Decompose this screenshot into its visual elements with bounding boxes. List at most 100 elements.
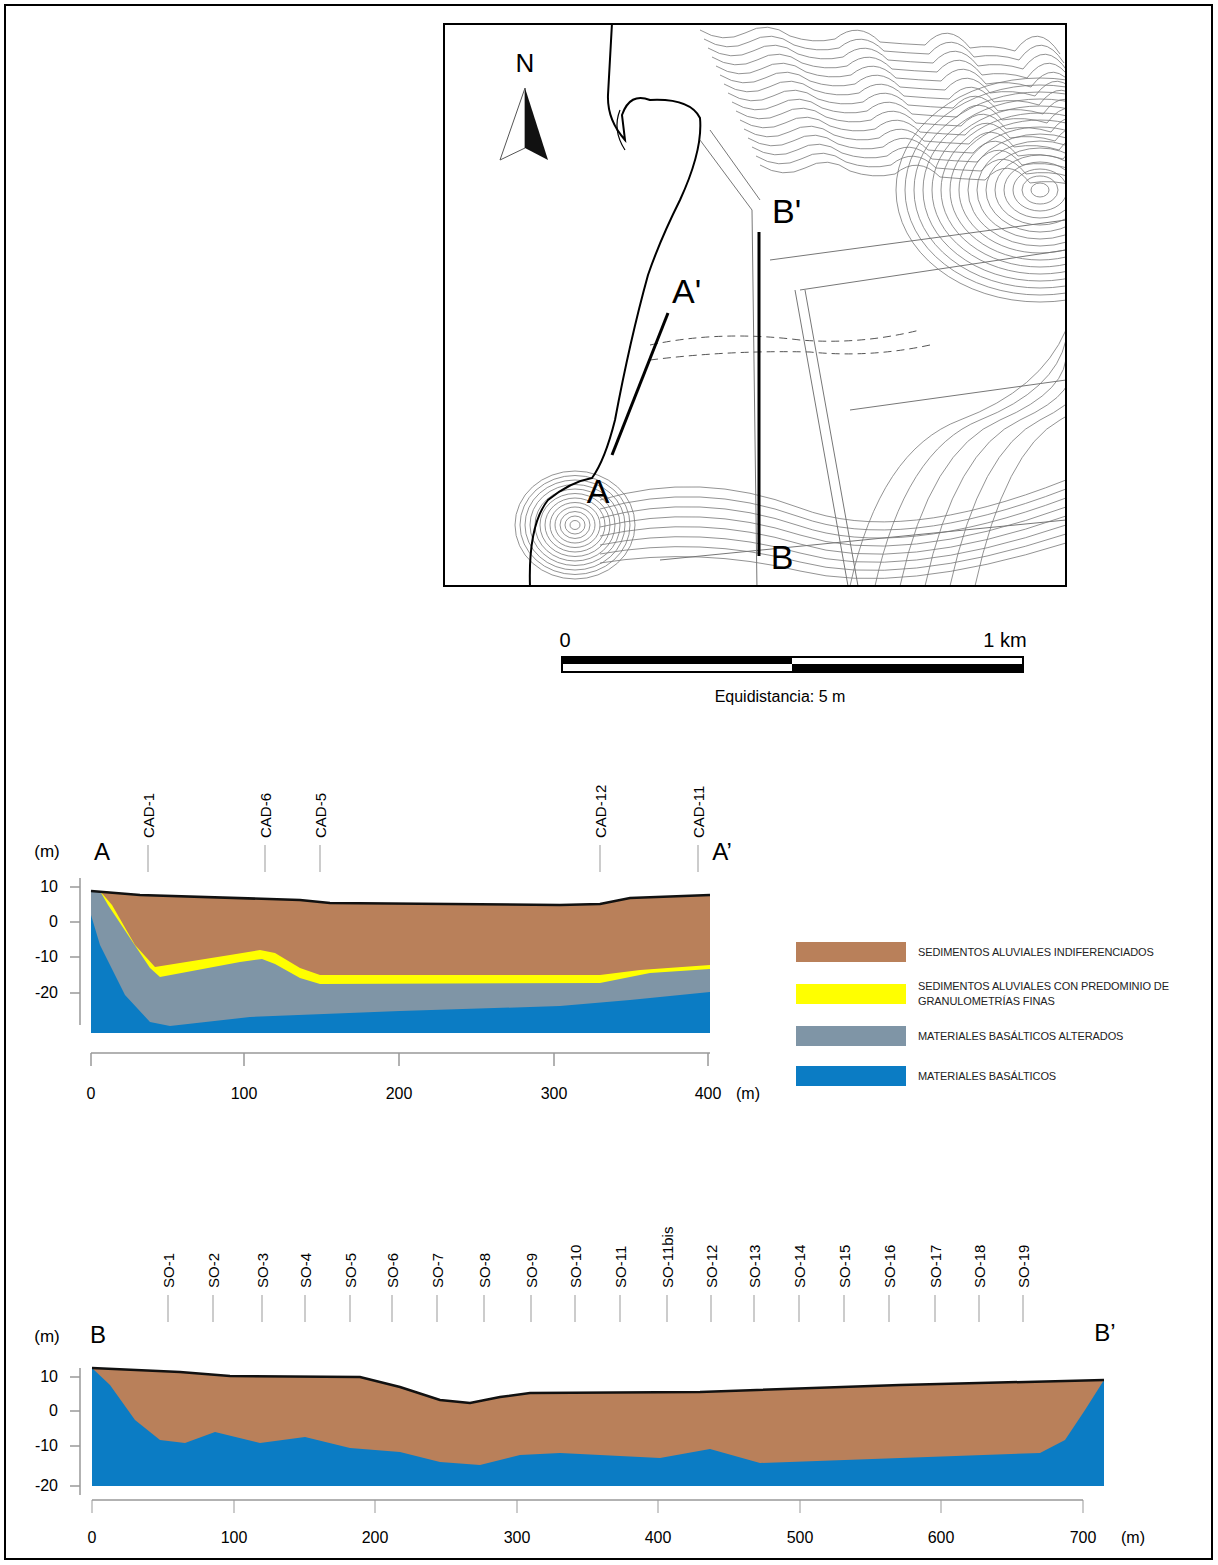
tick xyxy=(531,1295,532,1322)
contour-line xyxy=(959,127,1066,253)
section-end-label: A’ xyxy=(712,840,732,864)
borehole-label: CAD-6 xyxy=(258,793,273,838)
borehole-label: SO-7 xyxy=(430,1253,445,1288)
map xyxy=(515,24,1066,586)
contour-line xyxy=(736,108,1066,135)
borehole-label: SO-2 xyxy=(206,1253,221,1288)
axis-tick-label: 300 xyxy=(541,1086,568,1102)
tick xyxy=(517,1500,518,1513)
contour-line xyxy=(986,148,1066,232)
borehole-label: SO-17 xyxy=(928,1245,943,1288)
contour-line xyxy=(600,534,1066,570)
axis-tick-label: -10 xyxy=(35,1438,58,1454)
axis-tick-label: 0 xyxy=(87,1086,96,1102)
contour-line xyxy=(748,135,1066,162)
borehole-label: SO-6 xyxy=(385,1253,400,1288)
tick xyxy=(375,1500,376,1513)
borehole-label: CAD-12 xyxy=(593,785,608,838)
contour-line xyxy=(896,78,1066,302)
tick xyxy=(234,1500,235,1513)
borehole-label: SO-16 xyxy=(882,1245,897,1288)
axis-unit: (m) xyxy=(1121,1530,1145,1546)
section-end-label: A xyxy=(94,840,110,864)
contour-line xyxy=(1013,169,1066,211)
contour-line xyxy=(700,27,1060,54)
basalt xyxy=(92,1368,1104,1486)
section-end-label: B xyxy=(90,1323,106,1347)
contour-line xyxy=(744,126,1066,153)
tick xyxy=(941,1500,942,1513)
scale-bar xyxy=(792,664,1023,672)
scale-bar xyxy=(562,657,792,664)
legend-text: MATERIALES BASÁLTICOS ALTERADOS xyxy=(918,1029,1206,1044)
contour-line xyxy=(560,512,590,539)
x-axis xyxy=(92,1499,1083,1501)
borehole-label: CAD-11 xyxy=(691,786,706,838)
tick xyxy=(392,1295,393,1322)
tick xyxy=(667,1295,668,1322)
ground-surface xyxy=(91,891,710,905)
axis-tick-label: 100 xyxy=(231,1086,258,1102)
section-end-label: B’ xyxy=(1094,1321,1115,1345)
legend-swatch xyxy=(796,1026,906,1046)
borehole-label: SO-13 xyxy=(747,1245,762,1288)
contour-line xyxy=(712,54,1066,81)
axis-tick-label: -20 xyxy=(35,1478,58,1494)
tick xyxy=(658,1500,659,1513)
borehole-label: SO-1 xyxy=(161,1253,176,1288)
borehole-leaders xyxy=(148,845,698,872)
contour-line xyxy=(756,153,1066,180)
contour-line xyxy=(950,120,1066,260)
contour-line xyxy=(704,36,1064,63)
contour-line xyxy=(740,117,1066,144)
axis-tick-label: 700 xyxy=(1070,1530,1097,1546)
axis-tick-label: -20 xyxy=(35,985,58,1001)
axis-tick-label: 300 xyxy=(504,1530,531,1546)
tick xyxy=(620,1295,621,1322)
borehole-label: CAD-5 xyxy=(313,793,328,838)
section-end-label: A' xyxy=(672,274,701,308)
contour-line xyxy=(600,516,1066,554)
section-end-label: A xyxy=(587,474,610,508)
fine-sediments xyxy=(100,891,710,984)
section-line-a xyxy=(612,313,668,455)
scale-label: 0 xyxy=(559,630,570,650)
tick xyxy=(979,1295,980,1322)
tick xyxy=(800,1500,801,1513)
tick xyxy=(1083,1500,1084,1513)
contour-line xyxy=(600,543,1066,579)
section-b xyxy=(70,1295,1104,1513)
borehole-label: CAD-1 xyxy=(141,793,156,838)
axis-tick-label: 400 xyxy=(695,1086,722,1102)
borehole-label: SO-5 xyxy=(343,1253,358,1288)
section-end-label: B' xyxy=(772,194,801,228)
borehole-label: SO-18 xyxy=(972,1245,987,1288)
contour-line xyxy=(900,350,1066,586)
contour-line xyxy=(875,340,1066,586)
borehole-label: SO-11 xyxy=(613,1246,628,1288)
altered-basalt xyxy=(91,891,710,1026)
basalt xyxy=(91,891,710,1033)
map-frame xyxy=(444,24,1066,586)
tick xyxy=(754,1295,755,1322)
north-arrow xyxy=(500,88,525,160)
borehole-label: SO-14 xyxy=(792,1245,807,1288)
tick xyxy=(889,1295,890,1322)
borehole-label: SO-4 xyxy=(298,1253,313,1288)
axis-tick-label: 400 xyxy=(645,1530,672,1546)
section-line-b xyxy=(758,232,761,556)
borehole-leaders xyxy=(92,1295,1083,1513)
contour-line xyxy=(968,134,1066,246)
roads xyxy=(660,130,1066,586)
contour-interval: Equidistancia: 5 m xyxy=(715,689,846,705)
contour-line xyxy=(600,489,1066,530)
axis-unit: (m) xyxy=(34,843,59,860)
tick xyxy=(799,1295,800,1322)
axis-tick-label: -10 xyxy=(35,949,58,965)
ground-surface xyxy=(92,1368,1104,1403)
tick xyxy=(305,1295,306,1322)
tick xyxy=(262,1295,263,1322)
axis-tick-label: 600 xyxy=(928,1530,955,1546)
contour-line xyxy=(941,113,1066,267)
